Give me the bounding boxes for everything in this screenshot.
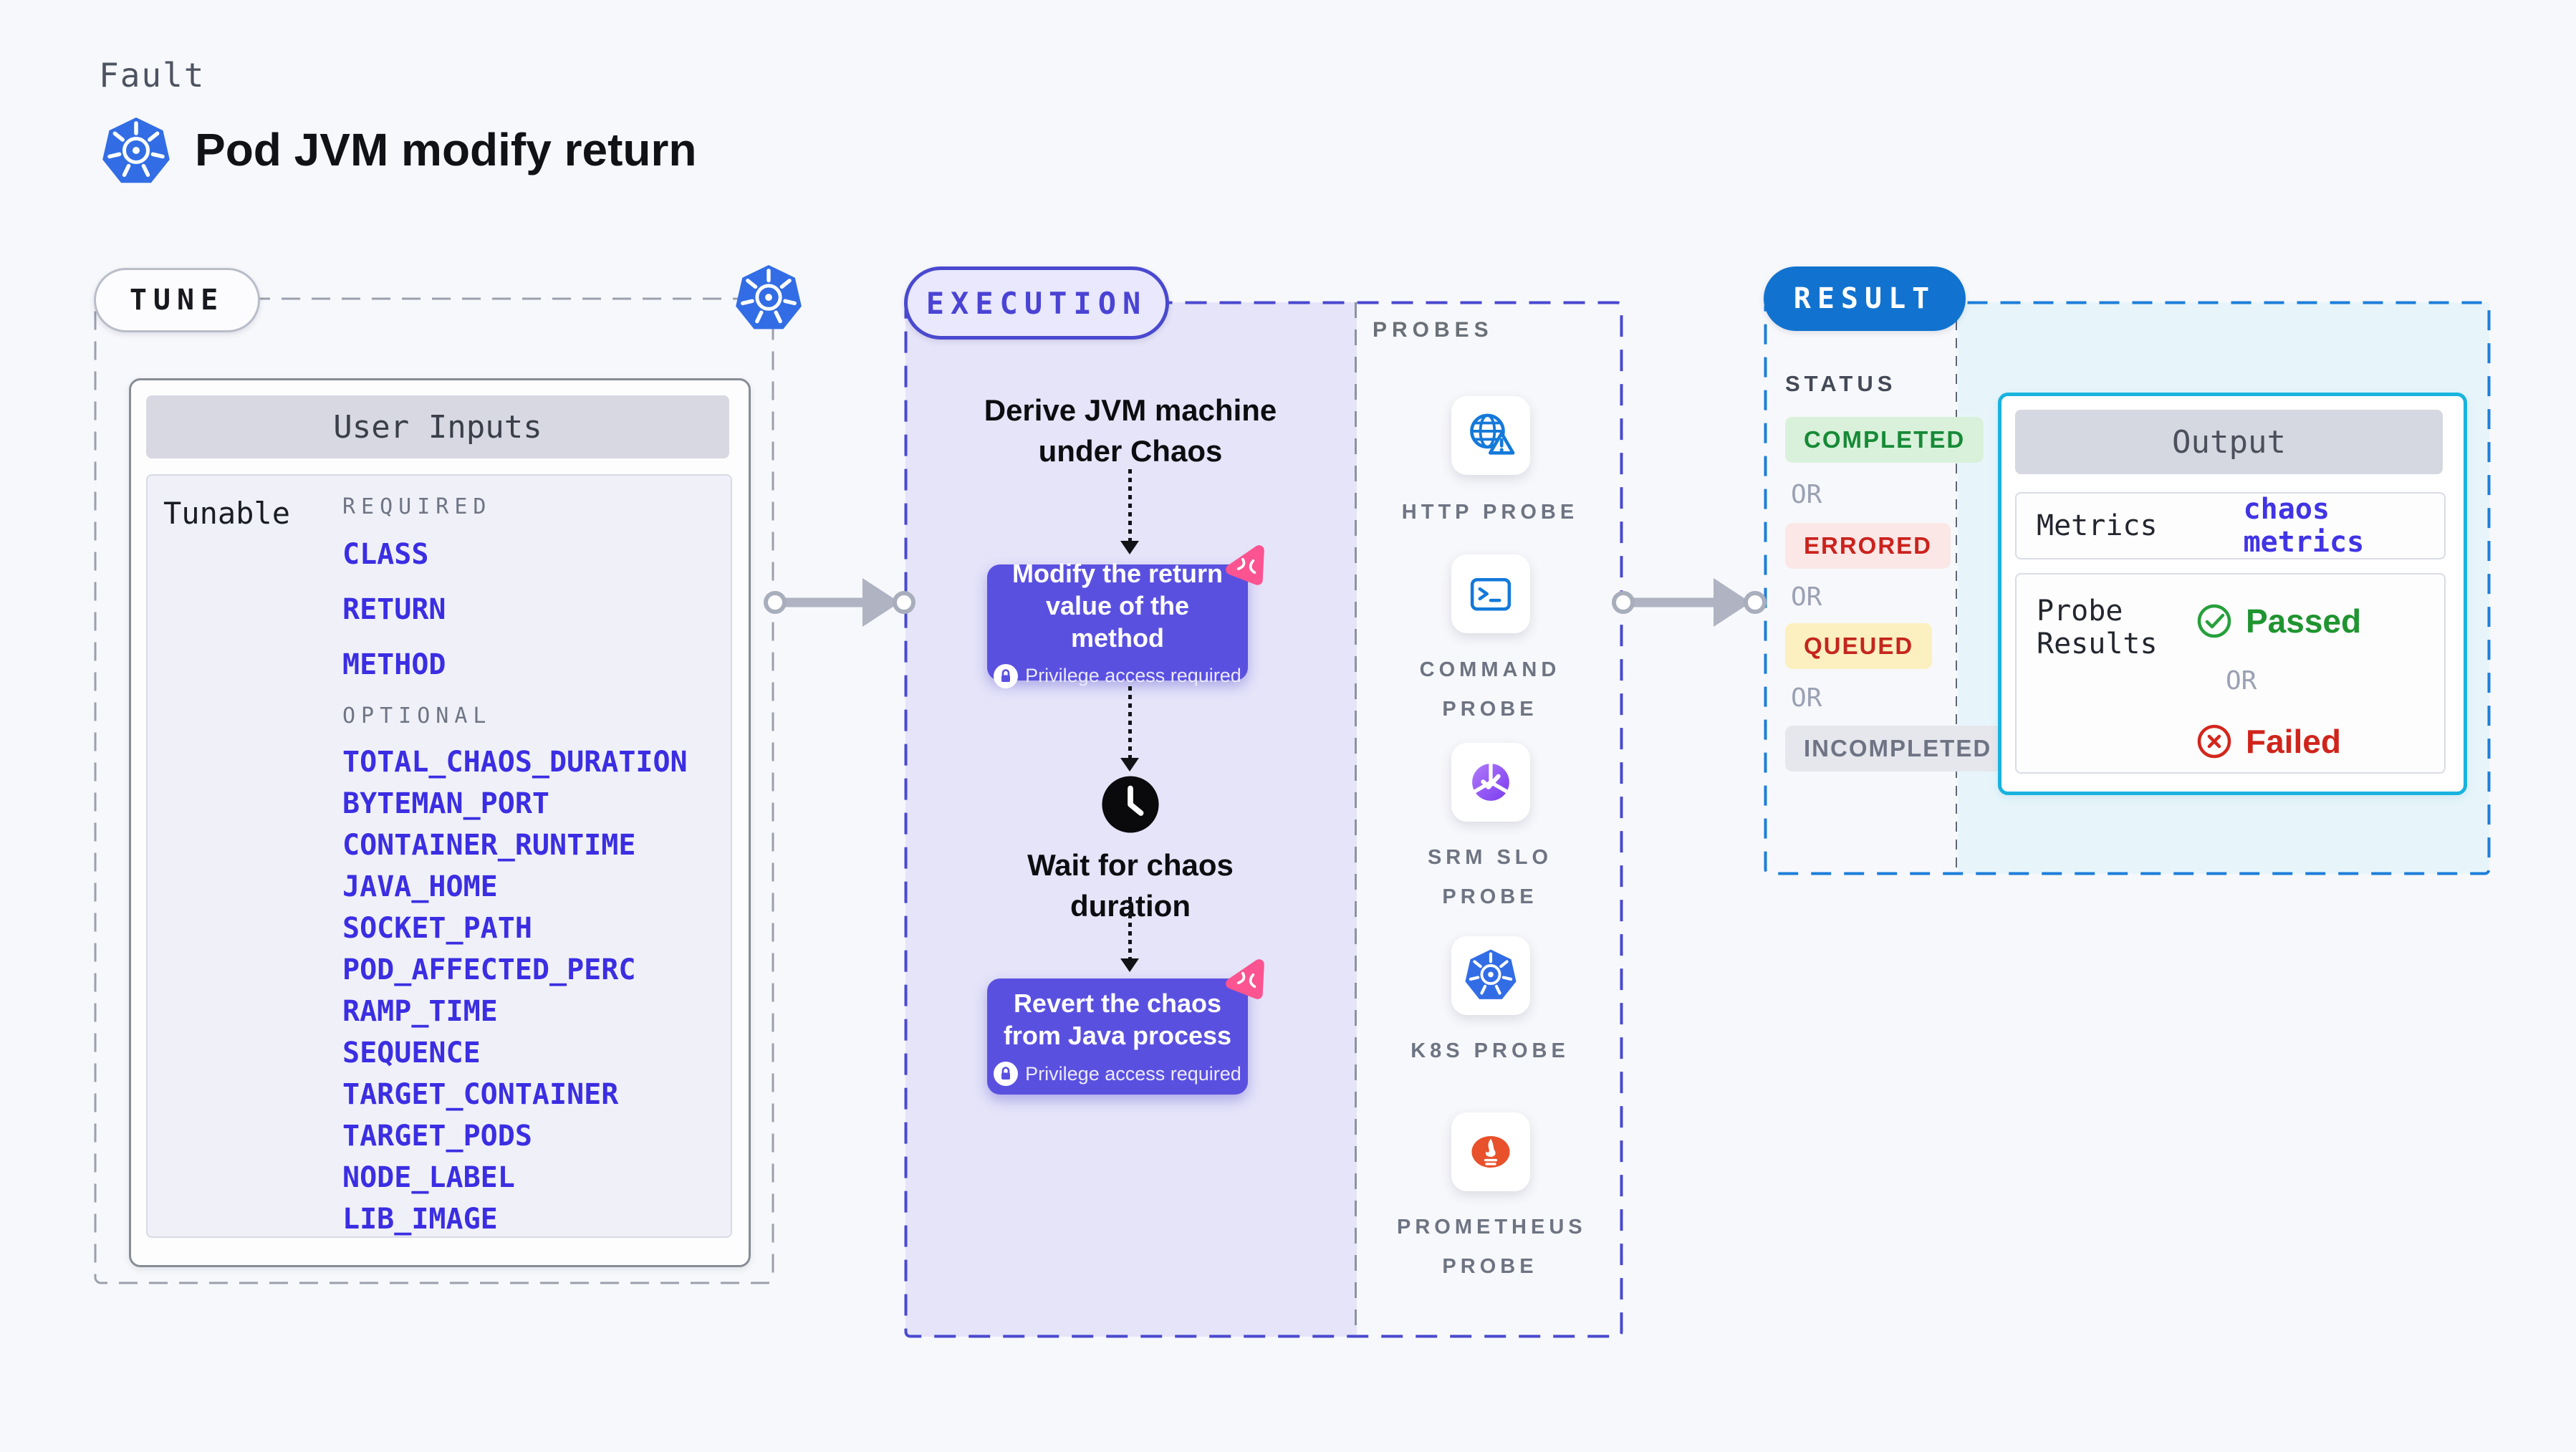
param-link[interactable]: SEQUENCE (342, 1037, 481, 1069)
globe-alert-icon (1470, 413, 1515, 455)
metrics-row: Metrics chaos metrics (2015, 492, 2446, 559)
or-separator: OR (1791, 683, 1822, 713)
slo-gauge-icon (1472, 761, 1509, 801)
kubernetes-icon (1465, 949, 1517, 999)
check-circle-icon (2197, 604, 2231, 638)
param-link[interactable]: TARGET_PODS (342, 1120, 532, 1153)
or-separator: OR (1791, 582, 1822, 612)
tune-to-execution-arrow (764, 578, 915, 627)
required-group-label: REQUIRED (342, 494, 492, 519)
probes-column-label: PROBES (1373, 318, 1494, 342)
revert-chaos-step: Revert the chaos from Java process Privi… (987, 979, 1248, 1095)
probe-results-label: Probe Results (2037, 595, 2158, 660)
privilege-text: Privilege access required (1025, 665, 1241, 686)
metrics-label: Metrics (2037, 509, 2158, 542)
fault-kicker: Fault (99, 56, 206, 95)
execution-section-label: EXECUTION (904, 266, 1169, 340)
status-badge-completed: COMPLETED (1785, 417, 1984, 463)
lock-icon (994, 1062, 1019, 1086)
http-probe-card (1451, 396, 1530, 475)
passed-result: Passed (2196, 602, 2361, 640)
flow-arrowhead (1120, 958, 1139, 972)
execution-probes-divider (1355, 302, 1357, 1337)
privilege-badge: Privilege access required (994, 1062, 1241, 1086)
modify-return-text: Modify the return value of the method (1012, 558, 1223, 653)
passed-label: Passed (2246, 602, 2362, 640)
srm-slo-probe-card (1451, 743, 1530, 822)
status-badge-queued: QUEUED (1785, 623, 1933, 669)
flow-connector (1128, 686, 1132, 758)
failed-label: Failed (2246, 723, 2341, 760)
chaos-fault-icon (1226, 959, 1264, 999)
execution-to-result-arrow (1612, 578, 1767, 627)
user-inputs-header: User Inputs (146, 395, 729, 458)
prometheus-icon (1471, 1135, 1510, 1168)
status-column-label: STATUS (1785, 371, 1897, 396)
param-link[interactable]: RAMP_TIME (342, 995, 498, 1028)
param-link[interactable]: JAVA_HOME (342, 870, 498, 903)
probe-label: HTTP PROBE (1401, 501, 1579, 524)
command-probe-card (1451, 554, 1530, 633)
flow-arrowhead (1120, 541, 1139, 554)
kubernetes-logo-icon (102, 117, 170, 183)
probe-label: K8S PROBE (1410, 1039, 1570, 1062)
param-link[interactable]: NODE_LABEL (342, 1161, 515, 1194)
optional-group-label: OPTIONAL (342, 703, 492, 729)
probe-label: PROMETHEUS PROBE (1397, 1216, 1587, 1279)
metrics-value: chaos metrics (2243, 493, 2365, 559)
chaos-fault-icon (1226, 545, 1264, 585)
x-circle-icon (2197, 724, 2231, 759)
param-link[interactable]: TARGET_CONTAINER (342, 1078, 619, 1111)
probe-results-row: Probe Results Passed OR Failed (2015, 573, 2446, 774)
result-section-label: RESULT (1764, 266, 1966, 331)
failed-result: Failed (2196, 722, 2341, 761)
privilege-text: Privilege access required (1025, 1062, 1241, 1085)
param-link[interactable]: TOTAL_CHAOS_DURATION (342, 746, 688, 779)
tunable-parameters: REQUIRED CLASS RETURN METHOD OPTIONAL TO… (342, 494, 729, 1246)
lock-icon (994, 663, 1019, 688)
param-link[interactable]: POD_AFFECTED_PERC (342, 953, 636, 986)
kubernetes-icon-tune-corner (736, 264, 802, 330)
or-separator: OR (1791, 480, 1822, 509)
k8s-probe-card (1451, 936, 1530, 1015)
flow-connector (1128, 897, 1132, 958)
probe-label: COMMAND PROBE (1419, 658, 1561, 721)
tunable-label: Tunable (163, 496, 291, 531)
param-link[interactable]: BYTEMAN_PORT (342, 787, 549, 820)
probe-label: SRM SLO PROBE (1427, 846, 1553, 909)
revert-chaos-text: Revert the chaos from Java process (1003, 989, 1232, 1050)
param-link[interactable]: SOCKET_PATH (342, 912, 532, 945)
output-header: Output (2015, 410, 2443, 474)
flow-arrowhead (1120, 758, 1139, 771)
status-badge-incompleted: INCOMPLETED (1785, 726, 2011, 771)
page-title: Pod JVM modify return (195, 124, 697, 176)
derive-jvm-step: Derive JVM machine under Chaos (984, 393, 1277, 468)
prometheus-probe-card (1451, 1112, 1530, 1191)
param-link[interactable]: METHOD (342, 648, 446, 681)
param-link[interactable]: RETURN (342, 593, 446, 626)
param-link[interactable]: LIB_IMAGE (342, 1203, 498, 1236)
status-output-divider (1956, 302, 1957, 874)
param-link[interactable]: CLASS (342, 538, 429, 571)
param-link[interactable]: CONTAINER_RUNTIME (342, 829, 636, 862)
flow-connector (1128, 469, 1132, 541)
status-badge-errored: ERRORED (1785, 523, 1951, 569)
or-separator: OR (2226, 666, 2257, 696)
terminal-icon (1470, 577, 1512, 611)
clock-icon (1102, 776, 1159, 833)
privilege-badge: Privilege access required (994, 663, 1241, 688)
modify-return-step: Modify the return value of the method Pr… (987, 559, 1248, 688)
tune-section-label: TUNE (94, 268, 260, 332)
